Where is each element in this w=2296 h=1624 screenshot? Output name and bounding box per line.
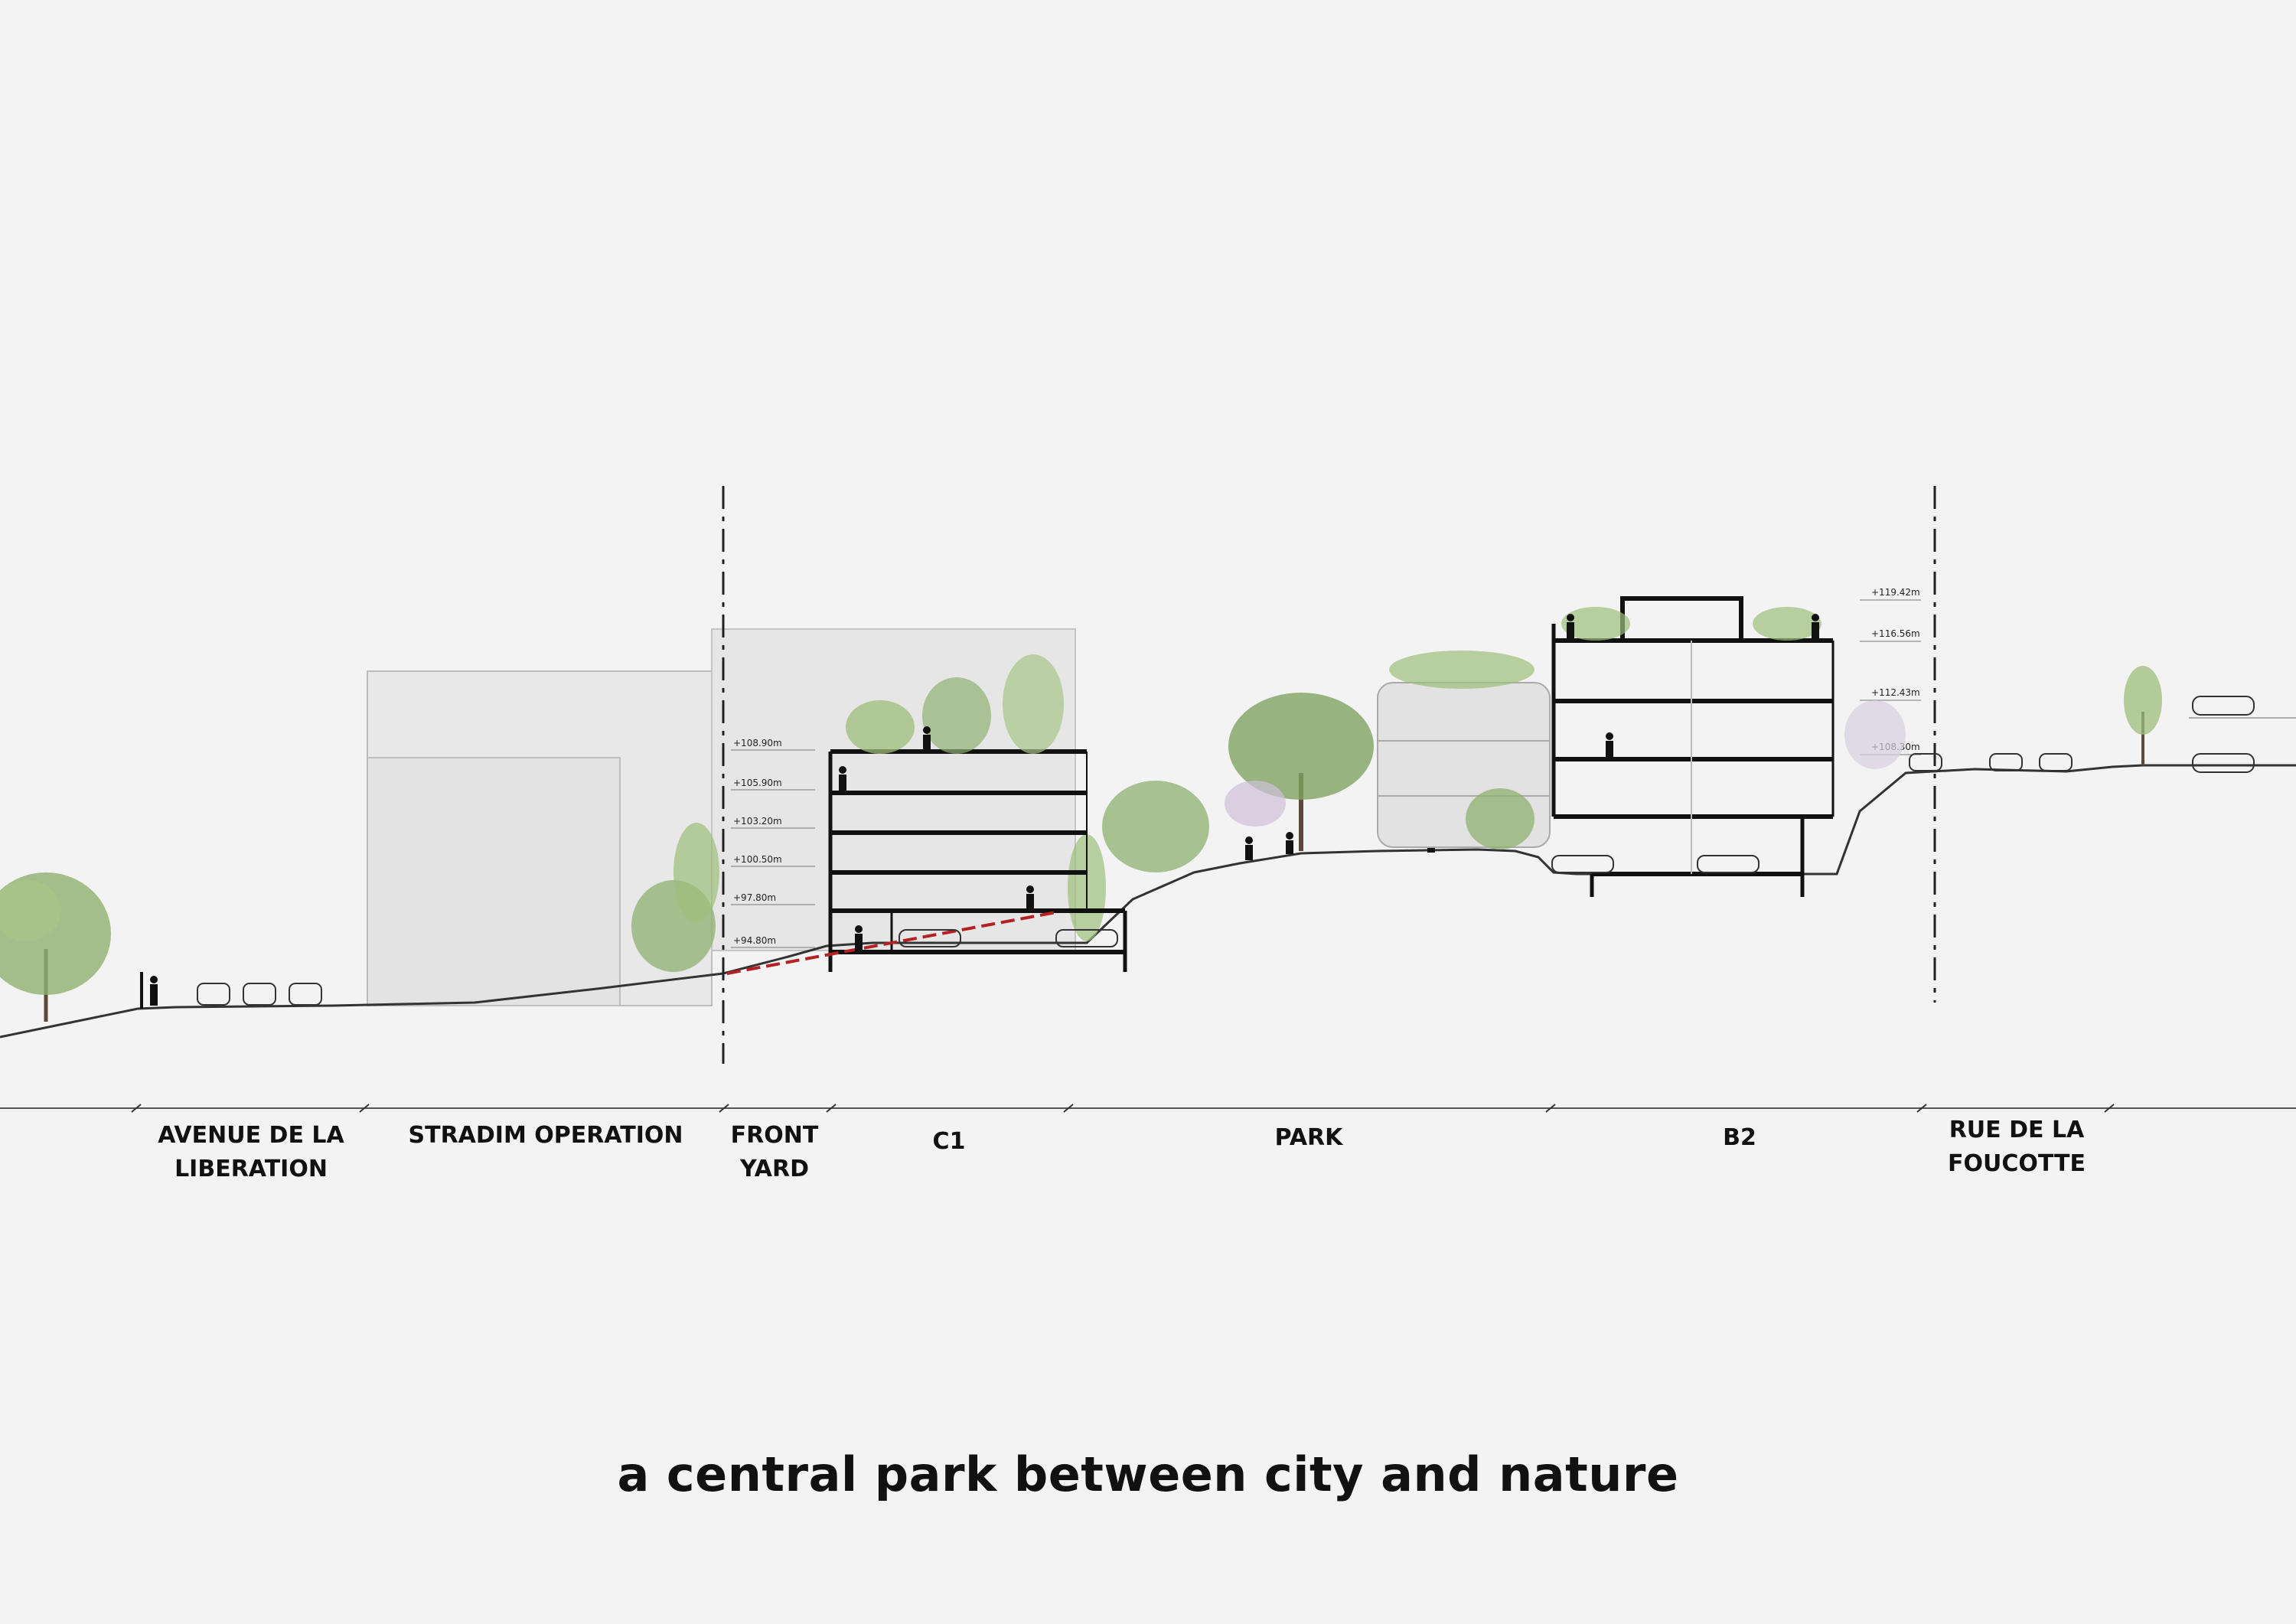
- c1-roof-garden: [846, 654, 1064, 754]
- zone-label-b2: B2: [1723, 1124, 1756, 1151]
- c1-elevations: +108.90m +105.90m +103.20m +100.50m +97.…: [731, 738, 815, 948]
- elev-c1-1: +108.90m: [733, 738, 782, 748]
- street-cars-right: [1909, 696, 2255, 773]
- elev-b2-2: +116.56m: [1871, 628, 1920, 639]
- stradim-massing-front: [367, 757, 621, 1006]
- zone-ticks: [131, 1104, 2115, 1113]
- building-c1: [828, 749, 1127, 972]
- street-cars-left: [197, 983, 322, 1006]
- caption-title: a central park between city and nature: [617, 1446, 1679, 1502]
- c1-ramp: [726, 911, 1057, 975]
- b2-elevations: +119.42m +116.56m +112.43m +108.30m: [1860, 587, 1921, 755]
- elev-b2-3: +112.43m: [1871, 687, 1920, 698]
- zone-label-c1: C1: [932, 1128, 966, 1155]
- zone-label-frontyard: FRONT YARD: [730, 1122, 819, 1182]
- elev-c1-4: +100.50m: [733, 854, 782, 865]
- park-trees: [1102, 693, 1374, 872]
- tree-left: [0, 872, 111, 1022]
- pedestrian-avenue: [150, 976, 158, 1006]
- right-vegetation: [1844, 666, 2162, 769]
- zone-label-stradim: STRADIM OPERATION: [408, 1122, 683, 1149]
- elev-c1-6: +94.80m: [733, 935, 776, 946]
- ground-line: [0, 764, 2296, 1039]
- elev-c1-2: +105.90m: [733, 778, 782, 788]
- elev-c1-3: +103.20m: [733, 816, 782, 827]
- building-b2: [1551, 596, 1835, 897]
- zone-label-rue: RUE DE LA FOUCOTTE: [1948, 1117, 2086, 1177]
- b2-parking-cars: [1551, 855, 1760, 873]
- b2-roof-garden: [1561, 607, 1821, 641]
- zone-label-park: PARK: [1274, 1124, 1343, 1151]
- elev-c1-5: +97.80m: [733, 892, 776, 903]
- c1-parking-cars: [899, 929, 1118, 947]
- zone-label-avenue: AVENUE DE LA LIBERATION: [158, 1122, 344, 1182]
- elev-b2-1: +119.42m: [1871, 587, 1920, 598]
- c1-people: [839, 726, 1034, 952]
- park-background-building: [1377, 651, 1551, 850]
- b2-people: [1567, 614, 1819, 759]
